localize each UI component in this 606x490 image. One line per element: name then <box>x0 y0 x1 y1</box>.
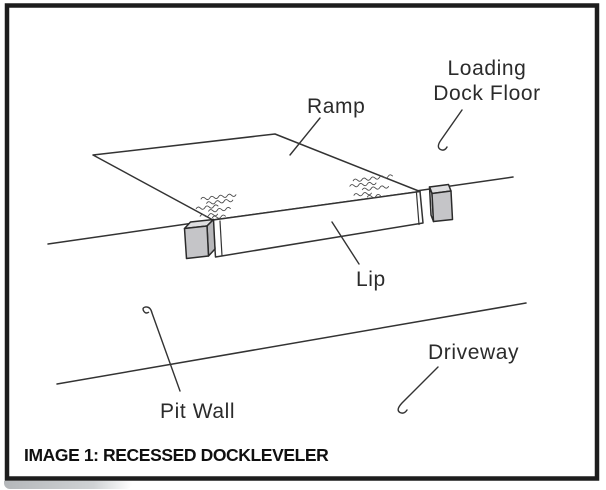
ramp-label: Ramp <box>307 95 366 118</box>
loading-dock-floor-label: Loading Dock Floor <box>420 56 554 106</box>
loading-dock-floor-label-line2: Dock Floor <box>433 82 541 105</box>
scan-shadow <box>4 481 132 489</box>
right-bumper-front-face <box>431 190 454 223</box>
left-bumper-block <box>183 218 216 260</box>
figure-caption: IMAGE 1: RECESSED DOCKLEVELER <box>24 445 329 465</box>
loading-dock-floor-label-line1: Loading <box>447 57 527 80</box>
pit-wall-label: Pit Wall <box>160 400 236 423</box>
break-squiggles-left <box>195 193 237 219</box>
lip-right-end-edge <box>415 192 420 226</box>
ramp-leader-line <box>289 117 321 156</box>
left-bumper-front-face <box>183 225 210 260</box>
lip-leader-line <box>331 221 360 265</box>
lip-left-end-edge <box>219 220 223 257</box>
right-bumper-block <box>428 183 454 223</box>
break-squiggles-right <box>349 174 393 199</box>
lip-label: Lip <box>356 268 386 291</box>
driveway-label: Driveway <box>428 341 520 364</box>
driveway-leader-line <box>397 366 439 414</box>
pit-wall-driveway-line <box>56 302 527 385</box>
loading-dock-floor-leader-line <box>437 109 463 151</box>
pit-wall-leader-line <box>142 306 181 392</box>
